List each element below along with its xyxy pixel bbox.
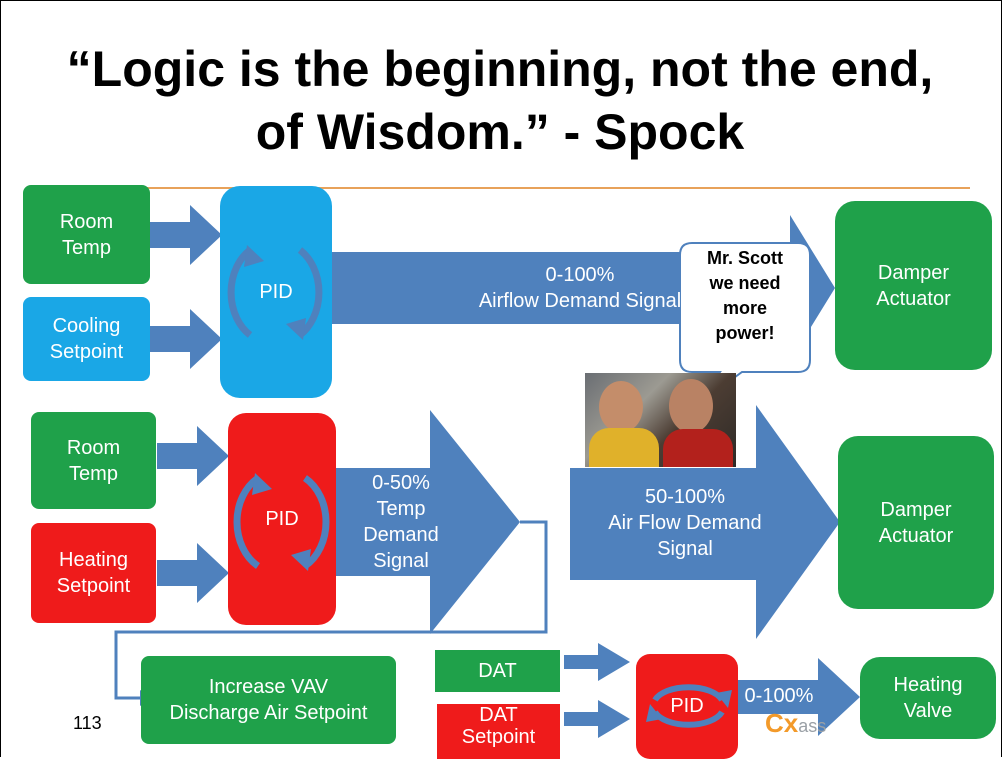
slide-title-line-1: “Logic is the beginning, not the end, [66, 41, 934, 97]
logo-text: ass [798, 716, 827, 736]
speech-bubble-text: Mr. Scott we need more power! [706, 248, 783, 343]
arrow-dat [564, 643, 630, 681]
arrow-dat-setpoint [564, 700, 630, 738]
pid-box-discharge [636, 654, 738, 759]
heating-valve-box: Heating Valve [860, 657, 996, 739]
damper-actuator-box-1: Damper Actuator [835, 201, 992, 370]
star-trek-photo [585, 373, 736, 467]
pid-box-heating: PID [228, 413, 336, 625]
logo-mark: Cx [765, 708, 799, 738]
arrow-cooling-setpoint [150, 309, 222, 369]
arrow-air-flow-demand [570, 405, 840, 639]
room-temp-box-1: Room Temp [23, 185, 150, 284]
temp-demand-signal-label: 0-50% Temp Demand Signal [363, 472, 439, 572]
slide-title-line-2: of Wisdom.” - Spock [255, 104, 745, 160]
arrow-temp-demand [336, 410, 520, 634]
airflow-demand-signal-label: 0-100% Airflow Demand Signal [478, 264, 682, 312]
title-divider [30, 187, 970, 189]
pid-box-cooling: PID [220, 186, 332, 398]
air-flow-demand-signal-label: 50-100% Air Flow Demand Signal [608, 486, 762, 560]
increase-vav-setpoint-box: Increase VAV Discharge Air Setpoint [141, 656, 396, 744]
arrow-airflow-demand [330, 215, 835, 361]
connector-line [114, 520, 548, 700]
dat-setpoint-box: DAT Setpoint [437, 704, 560, 759]
arrow-heating-valve [738, 658, 860, 736]
cooling-setpoint-box: Cooling Setpoint [23, 297, 150, 381]
pid-label-discharge: PID [670, 695, 704, 717]
pid-label: PID [259, 281, 293, 303]
heating-setpoint-box: Heating Setpoint [31, 523, 156, 623]
heating-valve-signal-label: 0-100% [744, 685, 814, 707]
room-temp-box-2: Room Temp [31, 412, 156, 509]
cx-logo: Cxass [765, 708, 826, 739]
pid-label: PID [265, 508, 299, 530]
damper-actuator-box-2: Damper Actuator [838, 436, 994, 609]
arrow-room-temp-2 [157, 426, 229, 486]
dat-box: DAT [435, 650, 560, 692]
arrow-heating-setpoint [157, 543, 229, 603]
page-number: 113 [73, 713, 102, 733]
arrow-room-temp-1 [150, 205, 222, 265]
